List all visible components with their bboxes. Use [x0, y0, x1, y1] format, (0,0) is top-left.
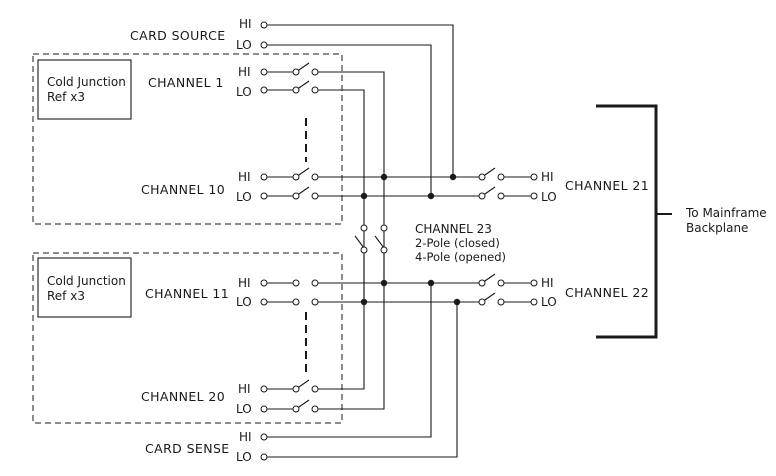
cold-junction-label-bottom-line2: Ref x3 [47, 289, 85, 303]
channel-1-hi-bus [318, 71, 385, 283]
channel-10-label: CHANNEL 10 [141, 182, 225, 197]
channel-20-hi-label: HI [238, 382, 251, 396]
channel-21-hi-terminal [530, 173, 538, 181]
card-source-lo-label: LO [236, 38, 252, 52]
card-source-lo-wire [267, 44, 432, 196]
cold-junction-label-bottom-line1: Cold Junction [47, 274, 126, 288]
channel-11-hi-label: HI [238, 276, 251, 290]
card-source-label: CARD SOURCE [130, 28, 226, 43]
channel-22-hi-label: HI [541, 276, 554, 290]
channel-10-hi-label: HI [238, 170, 251, 184]
channel-21-hi-label: HI [541, 170, 554, 184]
channel-20-lo-bus [318, 253, 385, 410]
card-source-hi-label: HI [239, 17, 252, 31]
channel-10-lo-label: LO [236, 190, 252, 204]
card-source-hi-wire [267, 24, 454, 177]
cold-junction-box-top [37, 59, 132, 120]
channel-1-label: CHANNEL 1 [148, 75, 224, 90]
card-sense-label: CARD SENSE [145, 441, 230, 456]
channel-1-lo-label: LO [236, 85, 252, 99]
channel-21-lo-terminal [530, 192, 538, 200]
channel-20-label: CHANNEL 20 [141, 389, 225, 404]
backplane-label-line1: To Mainframe [685, 206, 767, 220]
cold-junction-box-bottom [37, 257, 132, 318]
channel-23-switch-b [374, 235, 385, 249]
card-sense-hi-terminal [260, 433, 268, 441]
channel-23-switch-a [354, 235, 365, 249]
channel-22-lo-terminal [530, 298, 538, 306]
card-source-hi-terminal [260, 21, 268, 29]
channel-11-lo-label: LO [236, 295, 252, 309]
backplane-bracket [596, 104, 658, 339]
card-source-lo-terminal [260, 41, 268, 49]
card-sense-hi-wire [267, 283, 432, 438]
channel-23-label: CHANNEL 23 [415, 222, 492, 236]
channel-11-label: CHANNEL 11 [145, 286, 229, 301]
card-sense-hi-label: HI [239, 430, 252, 444]
channel-22-label: CHANNEL 22 [565, 285, 649, 300]
channel-22-hi-terminal [530, 279, 538, 287]
cold-junction-label-top-line2: Ref x3 [47, 90, 85, 104]
channel-20-lo-label: LO [236, 402, 252, 416]
card-sense-lo-terminal [260, 453, 268, 461]
channel-20-hi-bus [318, 253, 365, 390]
channel-22-lo-label: LO [541, 295, 557, 309]
channel-1-hi-label: HI [238, 65, 251, 79]
cold-junction-label-top-line1: Cold Junction [47, 75, 126, 89]
channel-21-label: CHANNEL 21 [565, 178, 649, 193]
backplane-label-line2: Backplane [686, 221, 748, 235]
channel-23-note-2pole: 2-Pole (closed) [415, 236, 500, 250]
channel-23-note-4pole: 4-Pole (opened) [415, 250, 506, 264]
card-sense-lo-label: LO [236, 450, 252, 464]
channel-group-1-10-box [32, 53, 343, 225]
channel-21-lo-label: LO [541, 190, 557, 204]
card-sense-lo-wire [267, 302, 458, 458]
channel-group-11-20-box [32, 252, 343, 424]
